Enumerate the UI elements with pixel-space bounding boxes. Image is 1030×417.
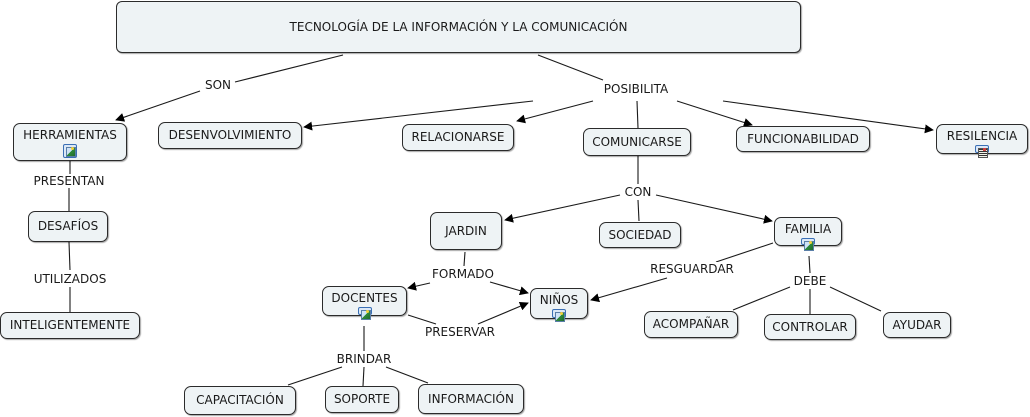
concept-label: HERRAMIENTAS [23,128,117,142]
line-con-sociedad [637,199,640,222]
line-brindar-capacitacion [287,366,343,386]
concept-desafios[interactable]: DESAFÍOS [28,211,108,242]
line-posibilita-relacionarse [516,100,594,124]
concept-label: RESILENCIA [946,129,1018,143]
line-resguardar-ninos [590,277,668,303]
main-topic-node[interactable]: TECNOLOGÍA DE LA INFORMACIÓN Y LA COMUNI… [116,1,801,53]
concept-relacionarse[interactable]: RELACIONARSE [402,124,514,151]
line-posibilita-comunicarse [636,100,639,129]
concept-desenvolvimiento[interactable]: DESENVOLVIMIENTO [158,122,302,149]
concept-label: DOCENTES [331,291,398,305]
concept-inteligentemente[interactable]: INTELIGENTEMENTE [0,312,140,339]
line-docentes-preservar [407,314,437,325]
concept-soporte[interactable]: SOPORTE [325,386,399,413]
line-posibilita-funcionabilidad [676,100,753,127]
link-formado[interactable]: FORMADO [430,267,496,281]
line-posibilita-resilencia [722,100,934,134]
image-icon[interactable] [357,307,372,320]
concept-docentes[interactable]: DOCENTES [322,286,407,320]
line-desafios-utilizados [68,241,71,271]
concept-label: FAMILIA [784,222,832,236]
concept-label: COMUNICARSE [592,134,682,149]
link-utilizados[interactable]: UTILIZADOS [31,272,109,286]
concept-label: RELACIONARSE [411,130,505,144]
concept-funcionabilidad[interactable]: FUNCIONABILIDAD [736,126,870,152]
concept-comunicarse[interactable]: COMUNICARSE [583,128,691,156]
concept-label: CAPACITACIÓN [196,393,284,407]
concept-label: INFORMACIÓN [428,391,514,406]
concept-controlar[interactable]: CONTROLAR [764,314,856,340]
line-debe-acompanar [732,286,791,311]
line-familia-debe [808,255,811,274]
concept-ninos[interactable]: NIÑOS [530,288,588,322]
image-icon[interactable] [63,144,77,158]
line-main-posibilita [537,54,604,81]
image-icon[interactable] [552,309,566,322]
link-posibilita[interactable]: POSIBILITA [601,82,671,96]
main-topic-label: TECNOLOGÍA DE LA INFORMACIÓN Y LA COMUNI… [289,19,628,34]
concept-label: DESAFÍOS [37,219,99,233]
concept-label: SOCIEDAD [608,227,672,242]
concept-label: CONTROLAR [772,319,848,334]
concept-label: NIÑOS [539,293,579,307]
concept-acompanar[interactable]: ACOMPAÑAR [644,311,738,338]
line-formado-ninos [489,281,529,296]
link-debe[interactable]: DEBE [791,274,829,288]
link-preservar[interactable]: PRESERVAR [422,325,498,339]
document-icon[interactable] [975,145,989,158]
line-con-familia [655,194,773,224]
line-son-herramientas [115,90,201,122]
line-formado-docentes [407,281,431,291]
link-son[interactable]: SON [202,78,234,92]
concept-resilencia[interactable]: RESILENCIA [936,124,1028,158]
concept-capacitacion[interactable]: CAPACITACIÓN [184,386,296,415]
concept-label: INTELIGENTEMENTE [9,318,131,332]
concept-informacion[interactable]: INFORMACIÓN [418,384,524,414]
image-icon[interactable] [801,238,815,251]
line-main-son [234,54,344,83]
line-posibilita-desenvolvimiento [303,100,534,131]
concept-label: DESENVOLVIMIENTO [168,128,292,142]
concept-label: AYUDAR [892,317,942,332]
line-con-jardin [504,194,621,223]
concept-label: ACOMPAÑAR [652,317,730,331]
concept-ayudar[interactable]: AYUDAR [883,312,951,338]
link-brindar[interactable]: BRINDAR [334,352,394,366]
link-presentan[interactable]: PRESENTAN [31,174,107,188]
concept-jardin[interactable]: JARDIN [430,212,502,250]
concept-herramientas[interactable]: HERRAMIENTAS [13,123,127,161]
concept-label: SOPORTE [333,392,391,406]
link-resguardar[interactable]: RESGUARDAR [648,262,736,276]
line-brindar-soporte [362,366,365,387]
link-con[interactable]: CON [622,185,654,199]
line-brindar-informacion [385,366,429,384]
concept-label: FUNCIONABILIDAD [747,131,859,146]
line-preservar-ninos [477,301,529,325]
concept-sociedad[interactable]: SOCIEDAD [599,222,681,248]
line-debe-ayudar [829,286,882,312]
concept-label: JARDIN [445,223,487,238]
line-jardin-formado [463,251,466,267]
line-familia-resguardar [715,242,774,263]
concept-familia[interactable]: FAMILIA [774,217,842,251]
